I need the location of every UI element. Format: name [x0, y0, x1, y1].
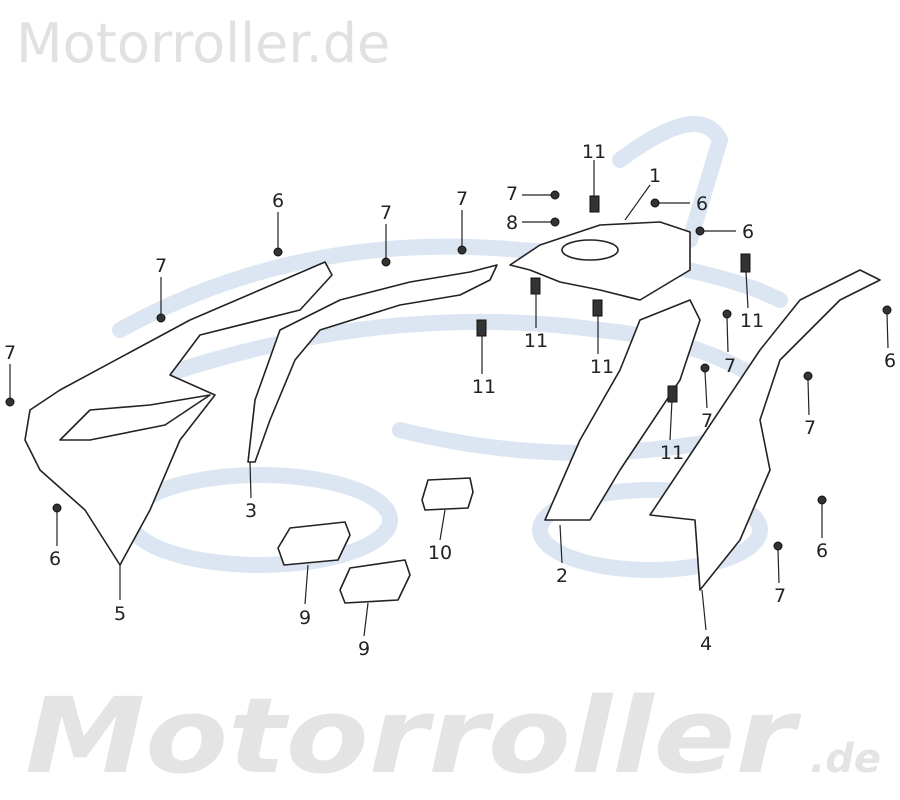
- callout: 11: [660, 442, 684, 464]
- fasteners: [5, 190, 892, 551]
- screw-icon: [156, 313, 166, 323]
- callout: 6: [49, 548, 61, 570]
- clip-icon: [476, 319, 487, 337]
- callout: 5: [114, 603, 126, 625]
- clip-icon: [592, 299, 603, 317]
- callout: 6: [816, 540, 828, 562]
- clip-icon: [667, 385, 678, 403]
- clip-icon: [589, 195, 600, 213]
- callout: 1: [649, 165, 661, 187]
- callout: 6: [884, 350, 896, 372]
- callout: 3: [245, 500, 257, 522]
- watermark-text: Motorroller: [25, 675, 802, 797]
- part-1-rear-center-cover[interactable]: [509, 221, 691, 301]
- part-9-pad-a[interactable]: [277, 521, 351, 566]
- leader-lines: [9, 160, 889, 637]
- clip-icon: [740, 253, 751, 273]
- screw-icon: [550, 217, 560, 227]
- brand-header: Motorroller.de: [16, 12, 391, 75]
- part-9-pad-b[interactable]: [339, 559, 411, 604]
- callout: 11: [740, 310, 764, 332]
- screw-icon: [52, 503, 62, 513]
- callout: 4: [700, 633, 712, 655]
- callout: 6: [696, 193, 708, 215]
- screw-icon: [773, 541, 783, 551]
- screw-icon: [5, 397, 15, 407]
- screw-icon: [273, 247, 283, 257]
- screw-icon: [722, 309, 732, 319]
- callout: 11: [524, 330, 548, 352]
- callout: 11: [582, 141, 606, 163]
- callout: 11: [590, 356, 614, 378]
- callout: 7: [724, 355, 736, 377]
- callout: 9: [299, 607, 311, 629]
- callout: 9: [358, 638, 370, 660]
- watermark-suffix: .de: [810, 736, 881, 782]
- callout: 11: [472, 376, 496, 398]
- screw-icon: [817, 495, 827, 505]
- callout: 7: [456, 188, 468, 210]
- screw-icon: [381, 257, 391, 267]
- callout: 2: [556, 565, 568, 587]
- part-3-rail-cover[interactable]: [247, 264, 498, 463]
- part-10-pad[interactable]: [421, 477, 474, 511]
- callout: 6: [272, 190, 284, 212]
- screw-icon: [700, 363, 710, 373]
- part-1-opening: [561, 239, 619, 261]
- screw-icon: [695, 226, 705, 236]
- screw-icon: [803, 371, 813, 381]
- scooter-logo-watermark: [112, 116, 788, 578]
- callout: 7: [155, 255, 167, 277]
- screw-icon: [550, 190, 560, 200]
- callout: 7: [4, 342, 16, 364]
- part-5-vent: [59, 394, 211, 441]
- callout: 8: [506, 212, 518, 234]
- callout: 7: [804, 417, 816, 439]
- callout: 10: [428, 542, 452, 564]
- callout: 6: [742, 221, 754, 243]
- callout: 7: [380, 202, 392, 224]
- callout: 7: [506, 183, 518, 205]
- part-4-right-side-cover[interactable]: [649, 269, 881, 591]
- callout: 7: [774, 585, 786, 607]
- screw-icon: [650, 198, 660, 208]
- screw-icon: [882, 305, 892, 315]
- part-2-side-rail-cover[interactable]: [544, 299, 701, 521]
- callout: 7: [701, 410, 713, 432]
- callout-labels: 11 1 7 8 6 6 6 7 7 7 7 11 11 11 11 11 7 …: [4, 141, 896, 660]
- clip-icon: [530, 277, 541, 295]
- screw-icon: [457, 245, 467, 255]
